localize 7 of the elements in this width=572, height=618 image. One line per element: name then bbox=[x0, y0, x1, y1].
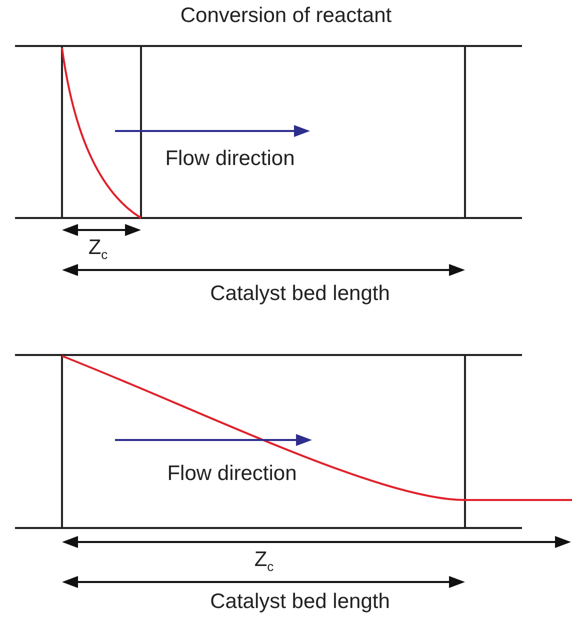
diagram-label: Flow direction bbox=[167, 462, 297, 486]
diagram-label: Catalyst bed length bbox=[210, 282, 390, 306]
diagram-title: Conversion of reactant bbox=[179, 4, 393, 28]
diagram-label: Catalyst bed length bbox=[210, 590, 390, 614]
diagram-label: Z$_{c}$ bbox=[88, 236, 108, 262]
diagram-label: Z$_{c}$ bbox=[254, 548, 274, 574]
diagram-label: Flow direction bbox=[165, 147, 295, 170]
